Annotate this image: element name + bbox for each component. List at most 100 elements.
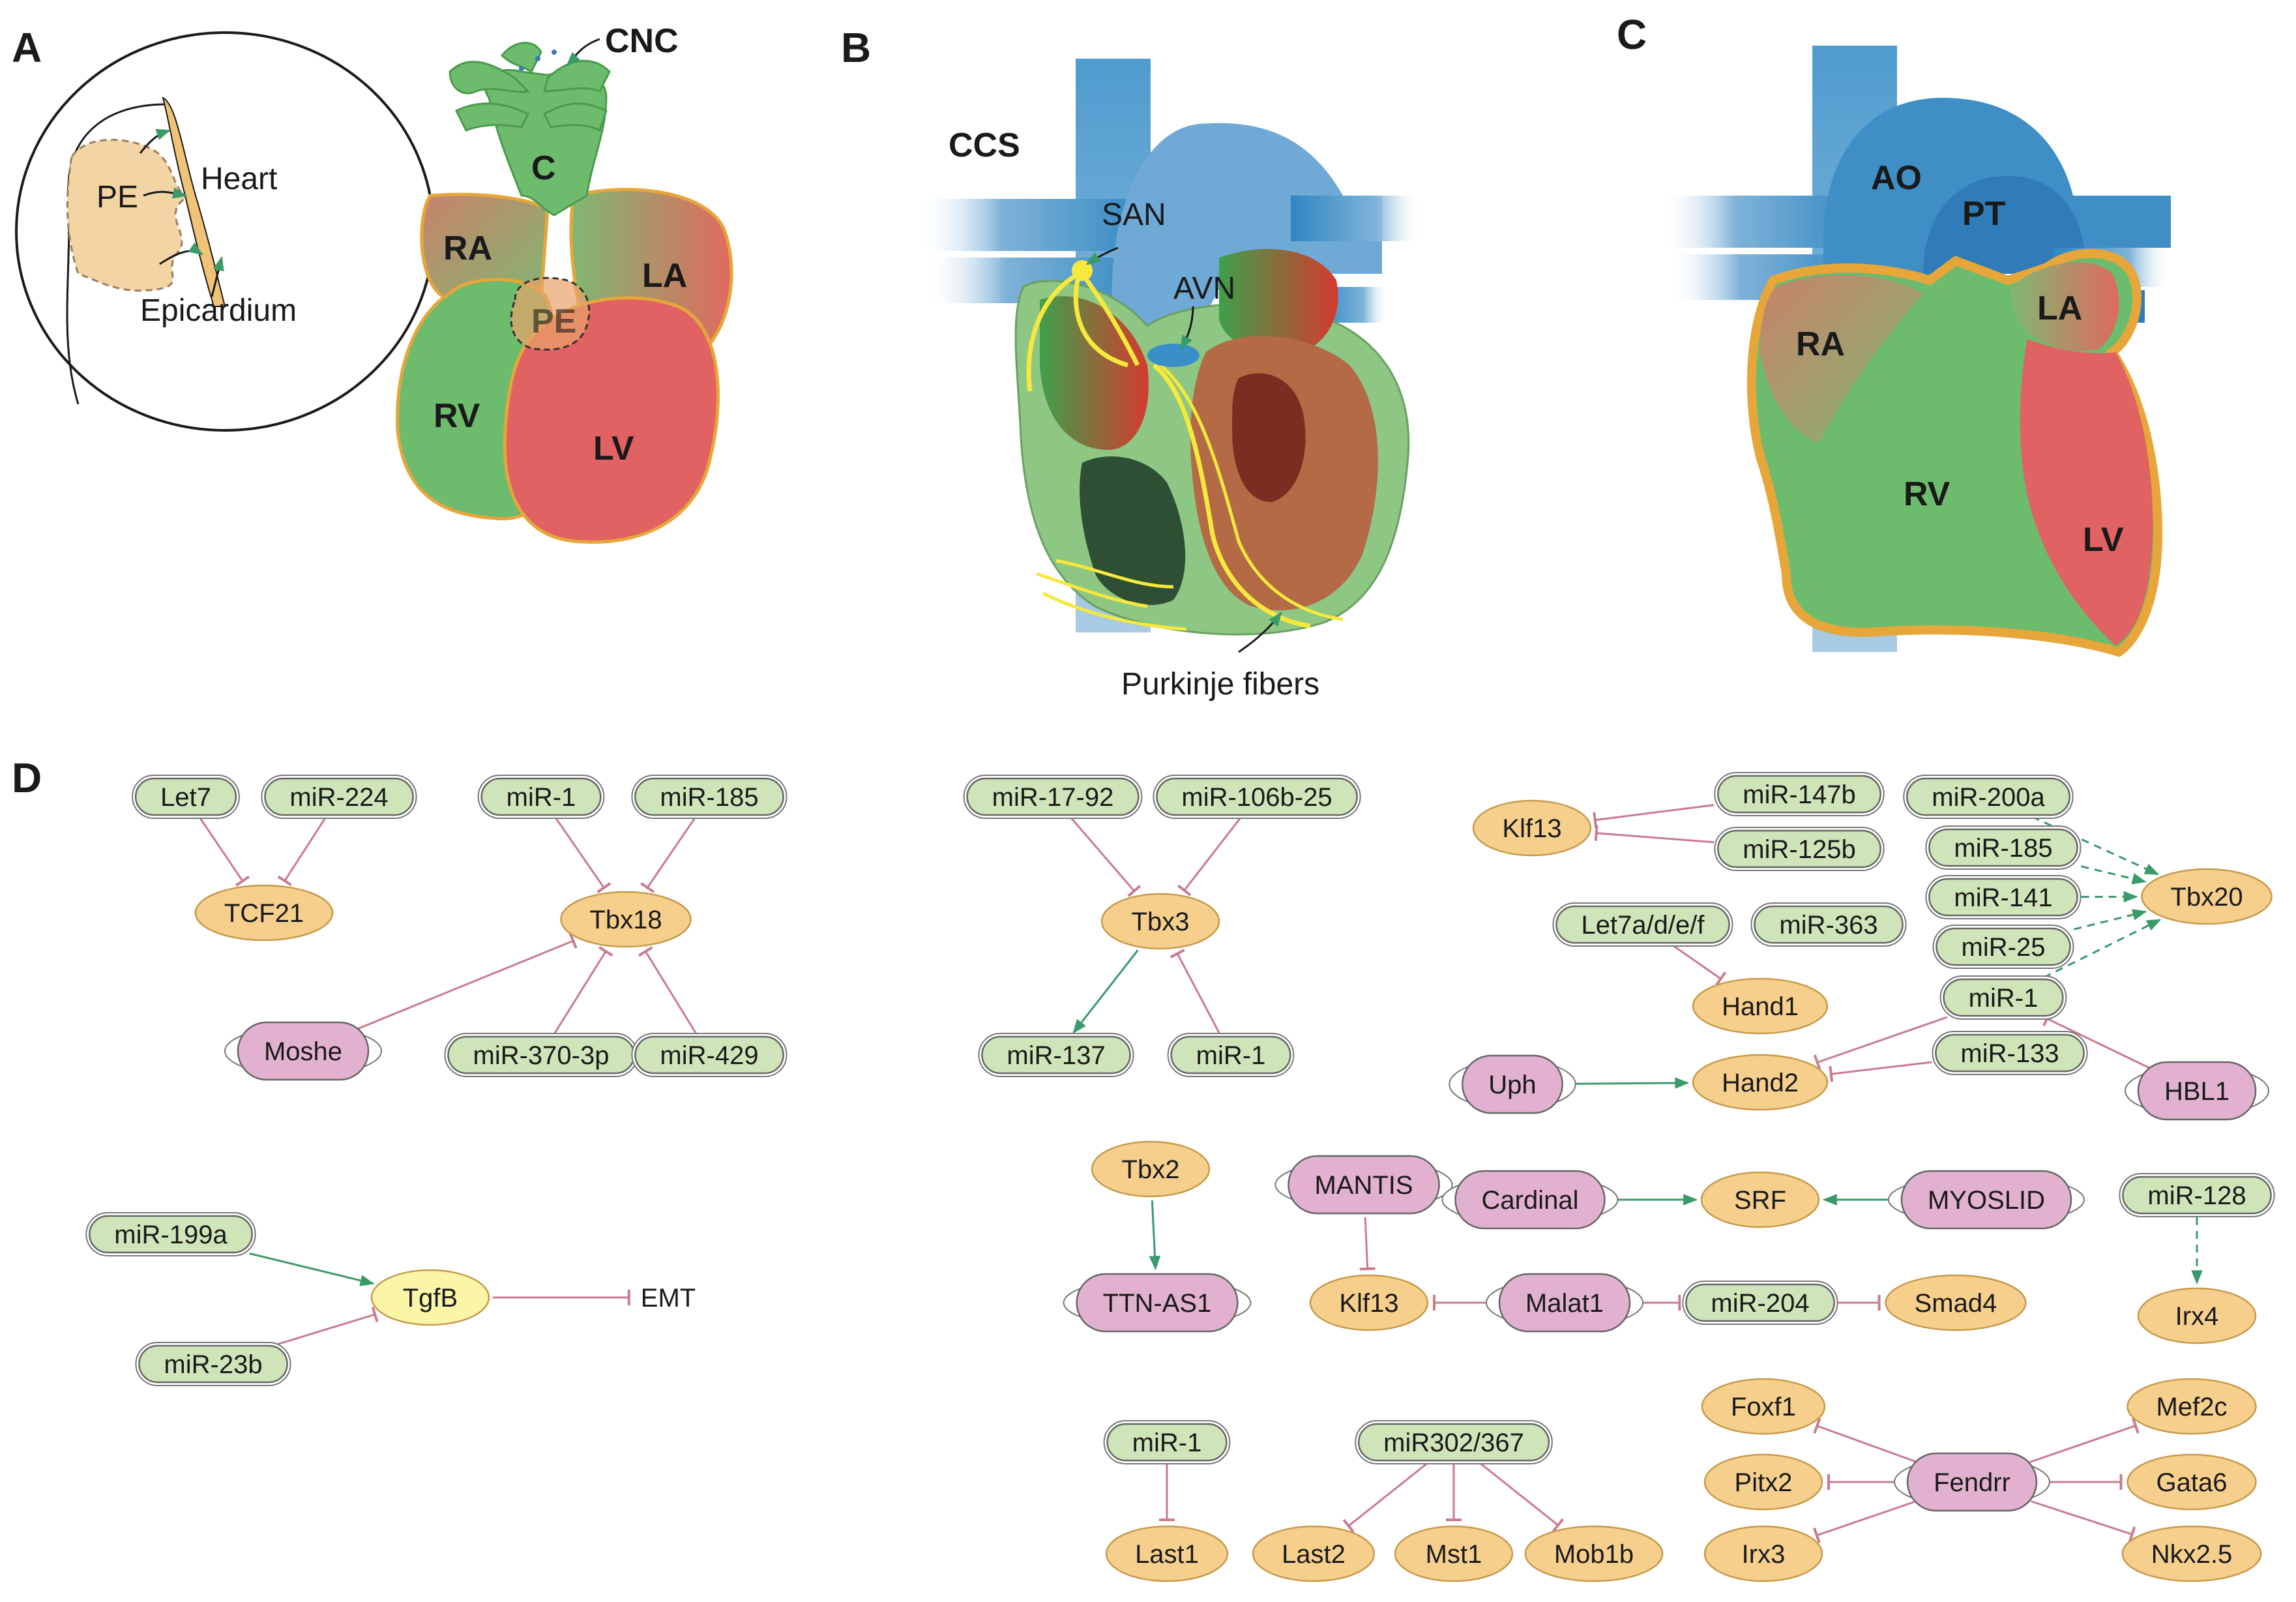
inhibition-edge-mir429-to-tbx18 xyxy=(638,946,697,1034)
node-fendrr[interactable]: Fendrr xyxy=(1894,1452,2050,1512)
node-mir23b[interactable]: miR-23b xyxy=(135,1342,291,1386)
mirna-shape xyxy=(134,777,237,816)
node-label: Last1 xyxy=(1135,1540,1199,1569)
node-last2[interactable]: Last2 xyxy=(1252,1525,1376,1582)
node-mir25[interactable]: miR-25 xyxy=(1932,925,2074,969)
inhibition-edge-mir302-to-mob1b xyxy=(1479,1462,1565,1532)
inhibition-edge-mir1_a-to-tbx18 xyxy=(555,818,611,893)
node-label: miR-1 xyxy=(1132,1429,1202,1457)
node-label: Let7a/d/e/f xyxy=(1581,911,1705,940)
node-label: Mob1b xyxy=(1554,1540,1634,1569)
node-let7adef[interactable]: Let7a/d/e/f xyxy=(1552,902,1733,947)
node-last1[interactable]: Last1 xyxy=(1105,1525,1229,1582)
node-mir1-b[interactable]: miR-1 xyxy=(1167,1033,1295,1077)
lncrna-shape xyxy=(1498,1273,1631,1333)
node-tbx3[interactable]: Tbx3 xyxy=(1100,893,1220,950)
node-label: Tbx20 xyxy=(2170,883,2243,912)
node-label: Tbx3 xyxy=(1132,908,1190,936)
node-mir204[interactable]: miR-204 xyxy=(1682,1281,1838,1325)
node-mir224[interactable]: miR-224 xyxy=(261,775,417,819)
inhibition-edge-mir370-to-tbx18 xyxy=(553,946,613,1034)
node-mir147b[interactable]: miR-147b xyxy=(1714,772,1885,816)
node-mir1-c[interactable]: miR-1 xyxy=(1939,975,2067,1020)
node-let7[interactable]: Let7 xyxy=(132,775,240,819)
mirna-shape xyxy=(1156,777,1358,816)
mirna-shape xyxy=(89,1215,253,1254)
node-srf[interactable]: SRF xyxy=(1700,1171,1820,1228)
node-mir1-d[interactable]: miR-1 xyxy=(1103,1420,1231,1464)
node-tgfb[interactable]: TgfB xyxy=(370,1269,490,1326)
node-foxf1[interactable]: Foxf1 xyxy=(1701,1378,1826,1435)
node-tbx18[interactable]: Tbx18 xyxy=(560,891,692,948)
node-label: SRF xyxy=(1734,1186,1786,1215)
node-malat1[interactable]: Malat1 xyxy=(1485,1273,1644,1333)
node-klf13-a[interactable]: Klf13 xyxy=(1472,799,1592,857)
lv-label-c: LV xyxy=(2083,521,2124,559)
node-smad4[interactable]: Smad4 xyxy=(1885,1274,2027,1331)
gene-shape xyxy=(2127,1453,2257,1511)
node-hbl1[interactable]: HBL1 xyxy=(2124,1061,2270,1121)
node-mir137[interactable]: miR-137 xyxy=(978,1033,1134,1077)
la-label-c: LA xyxy=(2037,289,2082,327)
inhibition-edge-hbl1-to-mir1_c xyxy=(2042,1011,2150,1069)
activation-edge-tbx3-to-mir137 xyxy=(1072,949,1139,1034)
node-cardinal[interactable]: Cardinal xyxy=(1441,1170,1619,1230)
node-tbx20[interactable]: Tbx20 xyxy=(2141,868,2273,925)
mirna-shape xyxy=(1906,777,2070,816)
node-ttnas1[interactable]: TTN-AS1 xyxy=(1063,1273,1252,1333)
bundle-branch xyxy=(1152,363,1311,629)
node-irx4[interactable]: Irx4 xyxy=(2137,1287,2257,1344)
node-nkx25[interactable]: Nkx2.5 xyxy=(2121,1525,2262,1582)
node-mir199a[interactable]: miR-199a xyxy=(85,1212,256,1256)
node-mir1-a[interactable]: miR-1 xyxy=(477,775,605,819)
node-mir17[interactable]: miR-17-92 xyxy=(963,775,1143,819)
gene-shape xyxy=(2137,1287,2257,1344)
node-label: miR-429 xyxy=(660,1041,758,1070)
gene-shape xyxy=(1692,977,1829,1035)
inhibition-edge-fendrr-to-foxf1 xyxy=(1813,1417,1916,1463)
node-mir106[interactable]: miR-106b-25 xyxy=(1153,775,1361,819)
mirna-shape xyxy=(1928,828,2078,867)
node-irx3[interactable]: Irx3 xyxy=(1703,1525,1823,1582)
node-mir133[interactable]: miR-133 xyxy=(1932,1031,2088,1075)
node-gata6[interactable]: Gata6 xyxy=(2127,1453,2257,1511)
node-mantis[interactable]: MANTIS xyxy=(1274,1155,1453,1215)
node-tcf21[interactable]: TCF21 xyxy=(194,884,334,942)
node-mob1b[interactable]: Mob1b xyxy=(1524,1525,1664,1582)
node-hand1[interactable]: Hand1 xyxy=(1692,977,1829,1035)
node-mir302[interactable]: miR302/367 xyxy=(1355,1420,1553,1464)
activation-edge-mir25-to-tbx20 xyxy=(2073,909,2147,930)
node-tbx2[interactable]: Tbx2 xyxy=(1091,1140,1211,1198)
mirna-shape xyxy=(138,1344,288,1384)
node-emt[interactable]: EMT xyxy=(641,1284,696,1313)
mirna-shape xyxy=(264,777,414,816)
inhibition-edge-moshe-to-tbx18 xyxy=(357,933,578,1030)
node-mir185-b[interactable]: miR-185 xyxy=(1925,825,2082,870)
node-mir363[interactable]: miR-363 xyxy=(1750,902,1907,947)
node-mir429[interactable]: miR-429 xyxy=(631,1033,787,1077)
mirna-shape xyxy=(1717,829,1881,868)
node-mir125b[interactable]: miR-125b xyxy=(1714,827,1885,871)
node-mir185-a[interactable]: miR-185 xyxy=(631,775,787,819)
node-mst1[interactable]: Mst1 xyxy=(1394,1525,1514,1582)
node-uph[interactable]: Uph xyxy=(1449,1054,1576,1114)
node-mir128[interactable]: miR-128 xyxy=(2119,1173,2275,1217)
node-mir370[interactable]: miR-370-3p xyxy=(444,1033,638,1077)
node-hand2[interactable]: Hand2 xyxy=(1692,1054,1829,1111)
mirna-shape xyxy=(966,777,1140,816)
node-klf13-b[interactable]: Klf13 xyxy=(1309,1274,1429,1331)
node-mir200a[interactable]: miR-200a xyxy=(1903,775,2074,819)
inhibition-edge-mantis-to-klf13_b xyxy=(1359,1217,1376,1271)
node-moshe[interactable]: Moshe xyxy=(224,1021,383,1081)
lncrna-shape xyxy=(2137,1061,2257,1121)
node-myoslid[interactable]: MYOSLID xyxy=(1887,1170,2085,1230)
node-label: TTN-AS1 xyxy=(1103,1289,1212,1318)
node-mef2c[interactable]: Mef2c xyxy=(2127,1378,2257,1435)
node-label: miR-125b xyxy=(1743,835,1855,864)
cnc-dots-2 xyxy=(552,50,557,55)
lncrna-shape xyxy=(1288,1155,1440,1215)
mirna-shape xyxy=(1717,775,1881,814)
node-mir141[interactable]: miR-141 xyxy=(1925,875,2082,919)
pe-label: PE xyxy=(96,180,138,215)
node-pitx2[interactable]: Pitx2 xyxy=(1703,1453,1823,1511)
